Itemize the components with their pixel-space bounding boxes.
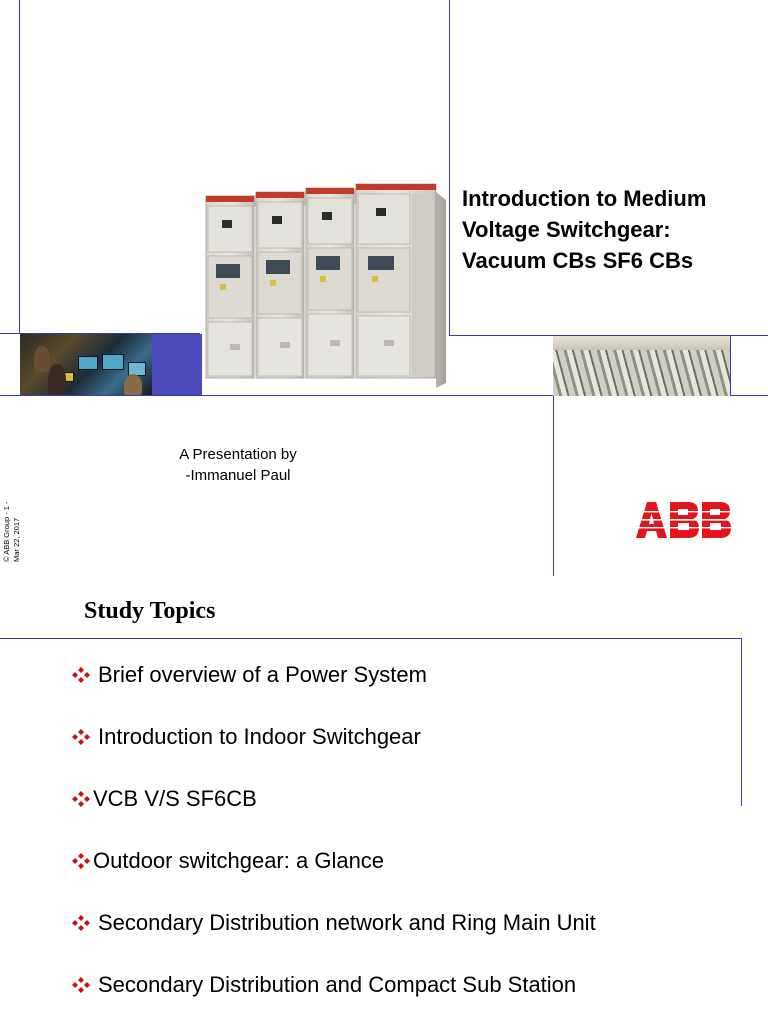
copyright-text: © ABB Group - 1 - xyxy=(2,501,11,562)
title-slide: Introduction to Medium Voltage Switchgea… xyxy=(0,0,768,576)
substation-photo xyxy=(553,336,730,396)
list-item: Introduction to Indoor Switchgear xyxy=(70,722,421,752)
topics-slide: Study Topics Brief overview of a Power S… xyxy=(0,576,768,1024)
presenter-credit: A Presentation by -Immanuel Paul xyxy=(128,444,348,486)
frame-line xyxy=(0,333,200,334)
frame-line xyxy=(449,0,450,336)
switchgear-panel-image xyxy=(205,183,446,388)
slide-title-line: Vacuum CBs SF6 CBs xyxy=(462,248,694,273)
topic-label: Brief overview of a Power System xyxy=(98,662,427,687)
slide-footer: © ABB Group - 1 - Mar 22, 2017 xyxy=(2,462,26,562)
list-item: Outdoor switchgear: a Glance xyxy=(70,846,384,876)
control-room-photo xyxy=(20,334,152,395)
frame-line xyxy=(0,638,742,639)
frame-line xyxy=(0,395,768,396)
topic-label: VCB V/S SF6CB xyxy=(93,786,257,811)
list-item: Brief overview of a Power System xyxy=(70,660,427,690)
topic-label: Secondary Distribution network and Ring … xyxy=(98,910,596,935)
four-diamond-bullet-icon xyxy=(72,915,90,931)
slide-title: Introduction to Medium Voltage Switchgea… xyxy=(462,183,762,276)
four-diamond-bullet-icon xyxy=(72,729,90,745)
date-text: Mar 22, 2017 xyxy=(12,517,21,562)
four-diamond-bullet-icon xyxy=(72,853,90,869)
accent-block xyxy=(152,334,202,395)
four-diamond-bullet-icon xyxy=(72,791,90,807)
topic-label: Outdoor switchgear: a Glance xyxy=(93,848,385,873)
frame-line xyxy=(741,638,742,806)
four-diamond-bullet-icon xyxy=(72,667,90,683)
presenter-line: -Immanuel Paul xyxy=(185,467,291,484)
abb-logo xyxy=(636,502,732,538)
list-item: Secondary Distribution network and Ring … xyxy=(70,908,596,938)
four-diamond-bullet-icon xyxy=(72,977,90,993)
frame-line xyxy=(730,336,731,396)
topic-label: Secondary Distribution and Compact Sub S… xyxy=(98,972,577,997)
topic-label: Introduction to Indoor Switchgear xyxy=(98,724,421,749)
slide-heading: Study Topics xyxy=(84,598,216,624)
frame-line xyxy=(19,0,20,334)
frame-line xyxy=(449,335,768,336)
slide-title-line: Voltage Switchgear: xyxy=(462,217,671,242)
list-item: Secondary Distribution and Compact Sub S… xyxy=(70,970,576,1000)
frame-line xyxy=(553,395,554,576)
presenter-line: A Presentation by xyxy=(179,446,297,463)
list-item: VCB V/S SF6CB xyxy=(70,784,257,814)
slide-title-line: Introduction to Medium xyxy=(462,186,707,211)
